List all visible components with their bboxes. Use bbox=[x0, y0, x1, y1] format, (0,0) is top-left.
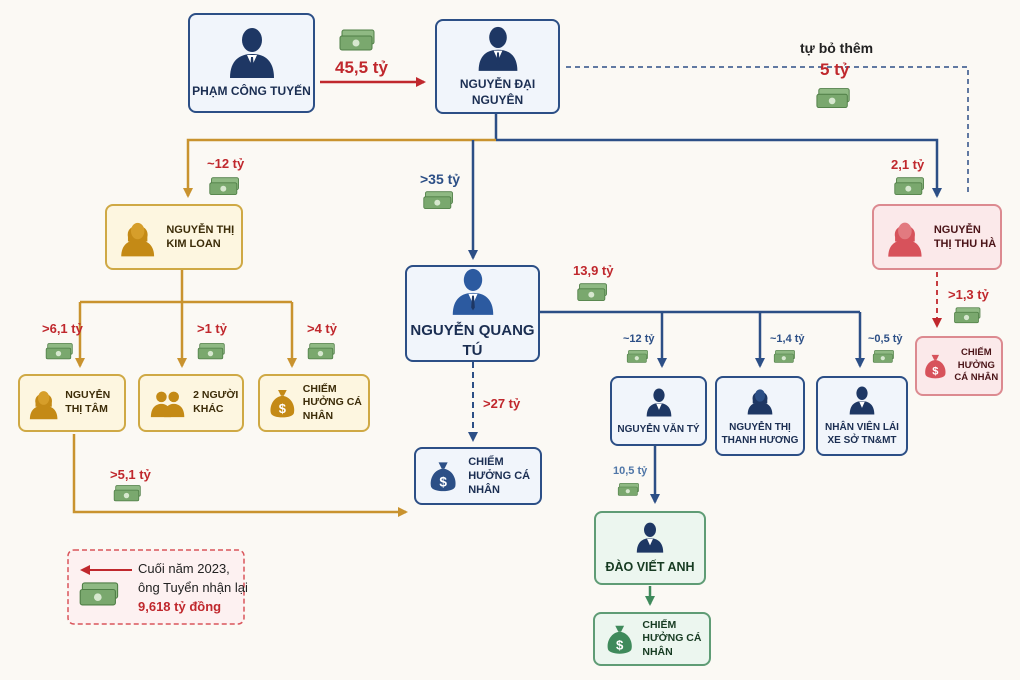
svg-text:$: $ bbox=[439, 475, 447, 490]
amount-to-thanh-huong: ~1,4 tỷ bbox=[770, 333, 805, 345]
person-male-icon bbox=[452, 268, 493, 315]
label-nguyen-dai-nguyen: NGUYỄN ĐẠI NGUYÊN bbox=[459, 76, 536, 107]
cash-stack-icon bbox=[339, 29, 375, 51]
label-thu-ha: NGUYỄN THỊ THU HÀ bbox=[933, 223, 997, 250]
cash-stack-icon bbox=[773, 350, 795, 363]
cash-stack-icon bbox=[626, 350, 648, 363]
cash-stack-icon bbox=[577, 283, 607, 302]
node-chiem-huong-gold: $ CHIẾM HƯỞNG CÁ NHÂN bbox=[258, 374, 370, 432]
node-chiem-huong-anh: $ CHIẾM HƯỞNG CÁ NHÂN bbox=[593, 612, 711, 666]
node-nhan-vien: NHÂN VIÊN LÁI XE SỞ TN&MT bbox=[816, 376, 908, 456]
amount-tu-chiem: >27 tỷ bbox=[483, 396, 521, 411]
cash-stack-icon bbox=[45, 343, 73, 360]
amount-self-added: 5 tỷ bbox=[820, 60, 850, 79]
svg-text:$: $ bbox=[279, 401, 287, 416]
cash-stack-icon bbox=[617, 483, 639, 496]
label-chiem-huong-anh: CHIẾM HƯỞNG CÁ NHÂN bbox=[642, 618, 702, 658]
label-thi-tam: NGUYỄN THỊ TÂM bbox=[65, 389, 111, 415]
label-quang-tu: NGUYỄN QUANG TÚ bbox=[410, 322, 535, 359]
person-male-icon bbox=[849, 386, 875, 415]
cash-stack-icon bbox=[816, 88, 850, 109]
cash-stack-icon bbox=[307, 343, 335, 360]
node-hai-nguoi-khac: 2 NGƯỜI KHÁC bbox=[138, 374, 244, 432]
amount-to-van-ty: ~12 tỷ bbox=[623, 333, 655, 345]
amount-tuyen-to-nguyen: 45,5 tỷ bbox=[335, 58, 388, 77]
label-van-ty: NGUYỄN VĂN TÝ bbox=[617, 423, 700, 435]
amount-to-nhan-vien: ~0,5 tỷ bbox=[868, 333, 903, 345]
amount-ty-to-anh: 10,5 tỷ bbox=[613, 465, 648, 477]
cash-stack-icon bbox=[954, 307, 981, 324]
note-line-2: ông Tuyển nhận lại bbox=[138, 579, 248, 595]
amount-tu-branch: 13,9 tỷ bbox=[573, 263, 614, 278]
node-thanh-huong: NGUYỄN THỊ THANH HƯƠNG bbox=[715, 376, 805, 456]
money-bag-icon: $ bbox=[925, 354, 946, 379]
arrow-to-kim-loan bbox=[183, 138, 496, 198]
money-bag-icon: $ bbox=[430, 462, 456, 492]
cash-stack-icon bbox=[894, 177, 924, 196]
person-female-icon bbox=[747, 389, 773, 415]
node-van-ty: NGUYỄN VĂN TÝ bbox=[610, 376, 707, 446]
person-female-icon bbox=[121, 222, 155, 257]
node-nguyen-dai-nguyen: NGUYỄN ĐẠI NGUYÊN bbox=[435, 19, 560, 114]
node-pham-cong-tuyen: PHẠM CÔNG TUYẾN bbox=[188, 13, 315, 113]
person-male-icon bbox=[229, 28, 274, 79]
svg-text:$: $ bbox=[932, 366, 939, 378]
cash-stack-icon bbox=[197, 343, 225, 360]
label-nhan-vien: NHÂN VIÊN LÁI XE SỞ TN&MT bbox=[825, 422, 899, 446]
person-male-icon bbox=[646, 388, 671, 417]
amount-to-thu-ha: 2,1 tỷ bbox=[891, 157, 925, 172]
person-female-icon bbox=[888, 222, 922, 257]
svg-text:$: $ bbox=[616, 637, 624, 652]
amount-to-kim-loan: ~12 tỷ bbox=[207, 156, 245, 171]
node-dao-viet-anh: ĐÀO VIẾT ANH bbox=[594, 511, 706, 585]
label-thanh-huong: NGUYỄN THỊ THANH HƯƠNG bbox=[721, 422, 799, 446]
arrow-tam-to-tu bbox=[72, 434, 408, 517]
two-people-icon bbox=[150, 391, 185, 418]
amount-to-hai-nguoi: >1 tỷ bbox=[197, 321, 227, 336]
person-male-icon bbox=[636, 522, 664, 553]
node-thi-tam: NGUYỄN THỊ TÂM bbox=[18, 374, 126, 432]
node-chiem-huong-ha: $ CHIẾM HƯỞNG CÁ NHÂN bbox=[915, 336, 1003, 396]
money-bag-icon: $ bbox=[270, 390, 295, 418]
node-kim-loan: NGUYỄN THỊ KIM LOAN bbox=[105, 204, 243, 270]
label-chiem-huong-gold: CHIẾM HƯỞNG CÁ NHÂN bbox=[302, 382, 362, 422]
note-text: Cuối năm 2023, ông Tuyển nhận lại 9,618 … bbox=[138, 560, 248, 617]
label-chiem-huong-tu: CHIẾM HƯỞNG CÁ NHÂN bbox=[468, 455, 531, 497]
label-chiem-huong-ha: CHIẾM HƯỞNG CÁ NHÂN bbox=[954, 347, 999, 384]
amount-tam-to-tu: >5,1 tỷ bbox=[110, 467, 151, 482]
node-quang-tu: NGUYỄN QUANG TÚ bbox=[405, 265, 540, 362]
money-bag-icon: $ bbox=[607, 625, 632, 654]
node-thu-ha: NGUYỄN THỊ THU HÀ bbox=[872, 204, 1002, 270]
label-pham-cong-tuyen: PHẠM CÔNG TUYẾN bbox=[192, 84, 311, 99]
label-dao-viet-anh: ĐÀO VIẾT ANH bbox=[605, 559, 695, 574]
amount-to-quang-tu: >35 tỷ bbox=[420, 171, 461, 187]
node-chiem-huong-tu: $ CHIẾM HƯỞNG CÁ NHÂN bbox=[414, 447, 542, 505]
cash-stack-icon bbox=[79, 582, 119, 606]
cash-stack-icon bbox=[113, 485, 141, 502]
person-male-icon bbox=[478, 26, 517, 71]
note-line-3: 9,618 tỷ đồng bbox=[138, 598, 222, 614]
label-kim-loan: NGUYỄN THỊ KIM LOAN bbox=[166, 223, 235, 250]
label-hai-nguoi-khac: 2 NGƯỜI KHÁC bbox=[193, 389, 239, 415]
self-added-label: tự bỏ thêm bbox=[800, 40, 874, 56]
cash-stack-icon bbox=[872, 350, 894, 363]
note-line-1: Cuối năm 2023, bbox=[138, 561, 230, 576]
cash-stack-icon bbox=[209, 177, 239, 196]
cash-stack-icon bbox=[423, 191, 453, 210]
arrow-to-thu-ha bbox=[496, 138, 942, 198]
amount-to-chiem-gold: >4 tỷ bbox=[307, 321, 337, 336]
dashed-arrow-self-added bbox=[566, 66, 969, 196]
amount-ha-chiem: >1,3 tỷ bbox=[948, 287, 989, 302]
person-female-icon bbox=[29, 391, 58, 420]
note-box bbox=[67, 549, 245, 625]
amount-to-thi-tam: >6,1 tỷ bbox=[42, 321, 83, 336]
